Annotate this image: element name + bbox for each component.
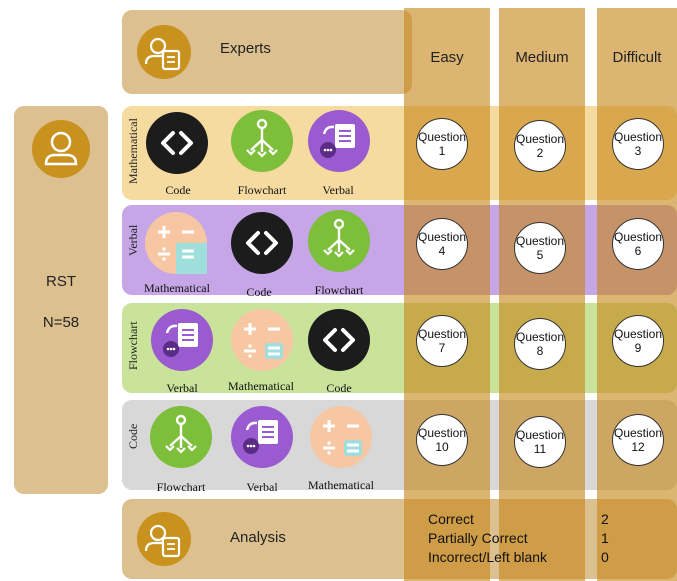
flowchart-icon (150, 406, 212, 473)
code-icon (231, 212, 293, 279)
flowchart-icon (308, 210, 370, 277)
verbal-icon (231, 406, 293, 473)
code-icon (308, 309, 370, 376)
column-difficult (597, 8, 677, 581)
mathematical-icon (145, 212, 207, 279)
icon-caption: Flowchart (156, 480, 206, 494)
icon-caption: Code (165, 183, 191, 197)
icon-caption: Flowchart (237, 183, 287, 197)
column-header-difficult: Difficult (612, 49, 662, 66)
icon-caption: Code (326, 381, 352, 395)
icon-caption: Code (246, 285, 272, 299)
column-header-medium: Medium (515, 49, 569, 66)
mathematical-icon (310, 406, 372, 473)
row-label-flowchart: Flowchart (126, 321, 140, 370)
icon-caption: Mathematical (144, 281, 210, 295)
rst-title: RST (46, 273, 76, 290)
experts-label: Experts (220, 40, 271, 57)
icon-caption: Mathematical (308, 478, 374, 492)
analysis-label: Analysis (230, 529, 286, 546)
column-easy (404, 8, 490, 581)
mathematical-icon (231, 309, 293, 376)
icon-caption: Verbal (246, 480, 278, 494)
verbal-icon (151, 309, 213, 376)
column-medium (499, 8, 585, 581)
expert-document-icon (136, 24, 192, 80)
row-label-mathematical: Mathematical (126, 118, 140, 184)
analysis-document-icon (136, 511, 192, 567)
code-icon (146, 112, 208, 179)
icon-caption: Verbal (322, 183, 354, 197)
person-icon (31, 119, 91, 179)
experts-panel: Experts (122, 10, 412, 94)
column-header-easy: Easy (430, 49, 464, 66)
row-label-verbal: Verbal (126, 224, 140, 256)
rst-panel: RST N=58 (14, 106, 108, 494)
rst-sample-size: N=58 (42, 314, 80, 331)
row-label-code: Code (126, 423, 140, 449)
flowchart-icon (231, 110, 293, 177)
verbal-icon (308, 110, 370, 177)
icon-caption: Verbal (166, 381, 198, 395)
icon-caption: Mathematical (228, 379, 294, 393)
icon-caption: Flowchart (314, 283, 364, 297)
